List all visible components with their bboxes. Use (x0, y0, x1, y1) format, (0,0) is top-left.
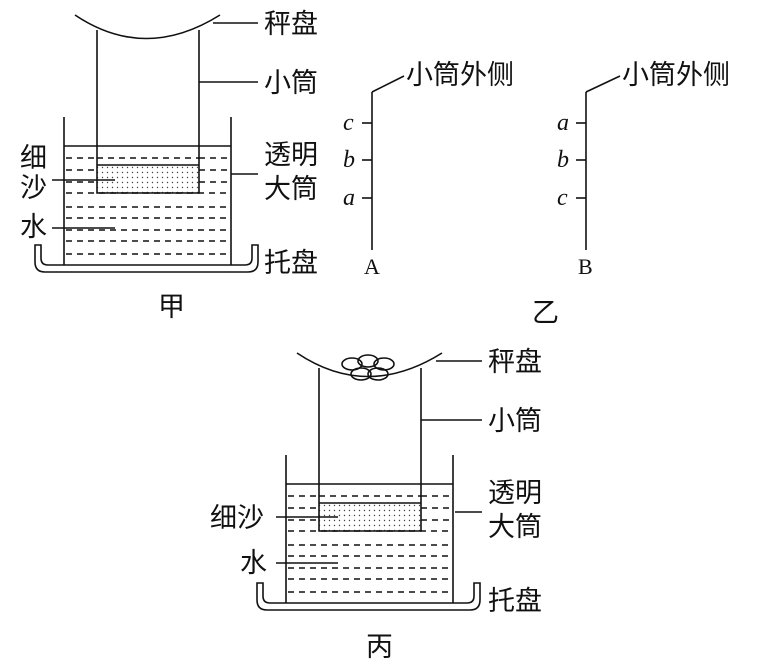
label-big-tube-1: 透明 (264, 140, 318, 171)
option-name: B (578, 254, 593, 279)
label-big-tube-2: 大筒 (264, 174, 318, 205)
label-water: 水 (240, 548, 267, 579)
apparatus (34, 14, 259, 273)
mark: b (343, 147, 355, 173)
mark: a (557, 110, 569, 136)
big-tube (285, 455, 454, 603)
option-name: A (364, 254, 380, 279)
label-big-tube-1: 透明 (488, 478, 542, 509)
fine-sand (97, 165, 199, 193)
label-tray: 托盘 (264, 248, 318, 279)
option-b: 小筒外侧 a b c B (557, 60, 730, 279)
label-sand-2: 沙 (20, 173, 47, 204)
small-tube (318, 368, 422, 532)
label-scale-pan: 秤盘 (488, 347, 542, 378)
label-sand: 细沙 (210, 503, 264, 534)
label-scale-pan: 秤盘 (264, 9, 318, 40)
label-water: 水 (20, 212, 47, 243)
label-outer-side: 小筒外侧 (622, 60, 730, 91)
label-big-tube-2: 大筒 (488, 512, 542, 543)
tray (256, 582, 481, 611)
option-a: 小筒外侧 c b a A (343, 60, 514, 279)
big-tube (63, 117, 232, 265)
scale-pan (74, 14, 221, 40)
mark: c (557, 185, 568, 211)
leader-line (585, 75, 621, 93)
mark: a (343, 185, 355, 211)
small-tube (96, 30, 200, 194)
caption-bing: 丙 (366, 632, 393, 663)
label-outer-side: 小筒外侧 (406, 60, 514, 91)
figure-yi: 小筒外侧 c b a A 小筒外侧 a b c B 乙 (343, 60, 730, 329)
apparatus (256, 352, 481, 611)
label-small-tube: 小筒 (488, 406, 542, 437)
label-tray: 托盘 (488, 586, 542, 617)
figure-jia: 秤盘 小筒 透明 大筒 细 沙 水 托盘 甲 (20, 9, 318, 323)
mark: b (557, 147, 569, 173)
weights-icon (341, 354, 395, 381)
tray (34, 244, 259, 273)
label-small-tube: 小筒 (264, 68, 318, 99)
figure-bing: 秤盘 小筒 透明 大筒 细沙 水 托盘 丙 (210, 347, 542, 663)
caption-jia: 甲 (158, 292, 185, 323)
label-sand-1: 细 (20, 143, 47, 174)
leader-line (371, 75, 405, 93)
caption-yi: 乙 (532, 298, 559, 329)
mark: c (343, 110, 354, 136)
